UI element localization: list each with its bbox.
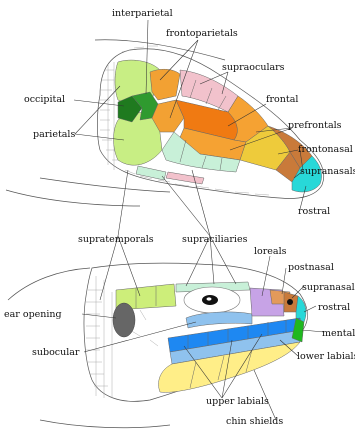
label-loreals: loreals [254,246,287,257]
label-supraoculars: supraoculars [222,62,285,73]
label-subocular: subocular [32,347,80,358]
frontoparietal-upper [150,69,180,100]
label-parietals: parietals [33,129,75,140]
label-lower-labials: lower labials [297,351,355,362]
label-supraciliaries: supraciliaries [182,234,248,245]
label-prefrontals: prefrontals [288,120,342,131]
label-occipital: occipital [24,94,65,105]
rostral-scale-lateral [296,296,306,322]
ear-opening-icon [113,303,135,337]
label-supranasal: supranasal [302,282,355,293]
label-supratemporals: supratemporals [78,234,154,245]
nostril-icon [287,299,293,305]
label-postnasal: postnasal [288,262,334,273]
label-upper-labials: upper labials [206,396,269,407]
label-frontonasal: frontonasal [298,144,353,155]
label-ear-opening: ear opening [4,309,62,320]
label-interparietal: interparietal [112,8,173,19]
label-mental: mental [322,328,355,339]
label-chin-shields: chin shields [226,416,283,427]
label-frontoparietals: frontoparietals [166,28,238,39]
label-supranasals: supranasals [300,166,355,177]
label-frontal: frontal [266,94,298,105]
label-rostral-top: rostral [298,206,330,217]
label-rostral-side: rostral [318,302,350,313]
